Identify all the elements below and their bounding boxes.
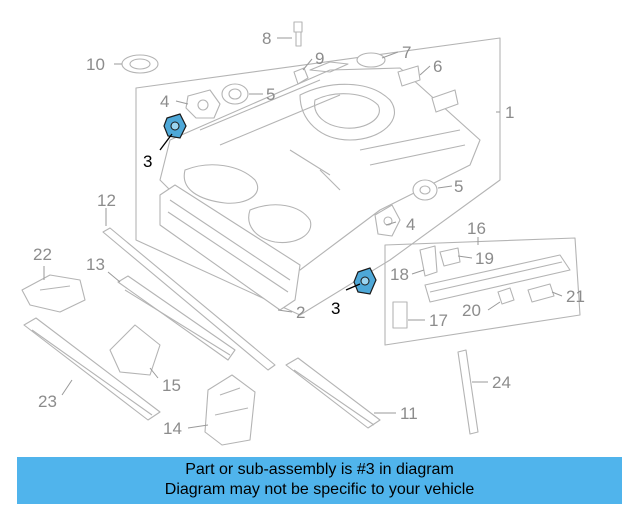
- callout-5-lower: 5: [454, 177, 463, 196]
- callout-7: 7: [402, 43, 411, 62]
- callout-1: 1: [505, 103, 514, 122]
- bracket-part-14: [204, 374, 256, 446]
- rod-part-12: [102, 227, 276, 371]
- callout-4-lower: 4: [406, 215, 415, 234]
- callout-14: 14: [163, 419, 182, 438]
- callout-22: 22: [33, 245, 52, 264]
- callout-16: 16: [467, 219, 486, 238]
- callout-4-upper: 4: [160, 92, 169, 111]
- callout-labels: 1 2 3 3 4 4 5 5 6 7 8 9 10 11 12 13 14 1…: [33, 29, 585, 438]
- callout-12: 12: [97, 191, 116, 210]
- bracket-part-22: [21, 274, 86, 313]
- bracket-part-15: [109, 324, 161, 376]
- callout-20: 20: [462, 301, 481, 320]
- callout-5-upper: 5: [266, 85, 275, 104]
- callout-2: 2: [296, 303, 305, 322]
- callout-24: 24: [492, 373, 511, 392]
- callout-13: 13: [86, 255, 105, 274]
- bracket-part-20: [497, 287, 515, 305]
- callout-17: 17: [429, 311, 448, 330]
- plate-part-5-lower: [412, 179, 438, 201]
- banner-line-part-number: Part or sub-assembly is #3 in diagram: [185, 461, 454, 478]
- rail-part-11: [285, 357, 381, 429]
- callout-11: 11: [400, 404, 418, 423]
- info-banner: Part or sub-assembly is #3 in diagram Di…: [17, 457, 622, 504]
- leader-lines: [43, 37, 563, 429]
- rail-part-23: [23, 317, 161, 421]
- highlighted-part-3-upper: [163, 113, 187, 139]
- bracket-part-4-lower: [374, 204, 401, 237]
- callout-19: 19: [475, 249, 494, 268]
- callout-3-upper: 3: [143, 152, 152, 171]
- callout-8: 8: [262, 29, 271, 48]
- bracket-part-6: [397, 65, 459, 113]
- side-rail-part-13: [117, 275, 236, 361]
- bracket-part-19: [439, 247, 461, 267]
- parts-diagram: 1 2 3 3 4 4 5 5 6 7 8 9 10 11 12 13 14 1…: [21, 21, 585, 446]
- callout-23: 23: [38, 392, 57, 411]
- callout-10: 10: [86, 55, 105, 74]
- strip-part-24: [457, 349, 479, 435]
- bracket-part-4-upper: [185, 89, 221, 119]
- callout-21: 21: [566, 287, 585, 306]
- highlighted-part-3-lower: [353, 267, 377, 295]
- cover-part-10: [121, 54, 159, 74]
- rear-cross-rail-part-2: [159, 184, 301, 311]
- bracket-part-17: [392, 301, 408, 329]
- callout-6: 6: [433, 57, 442, 76]
- callout-15: 15: [162, 376, 181, 395]
- callout-3-lower: 3: [331, 299, 340, 318]
- sub-assembly-box-part-16: [384, 237, 581, 346]
- plate-part-5-upper: [221, 83, 249, 105]
- clip-part-9: [293, 67, 309, 85]
- banner-line-disclaimer: Diagram may not be specific to your vehi…: [164, 481, 475, 498]
- bolt-part-8: [293, 21, 303, 47]
- bracket-part-18: [419, 245, 438, 277]
- bracket-part-21: [527, 283, 555, 303]
- plug-part-7: [356, 52, 386, 68]
- callout-18: 18: [390, 265, 409, 284]
- floor-pan-outline: [135, 37, 501, 316]
- callout-9: 9: [315, 49, 324, 68]
